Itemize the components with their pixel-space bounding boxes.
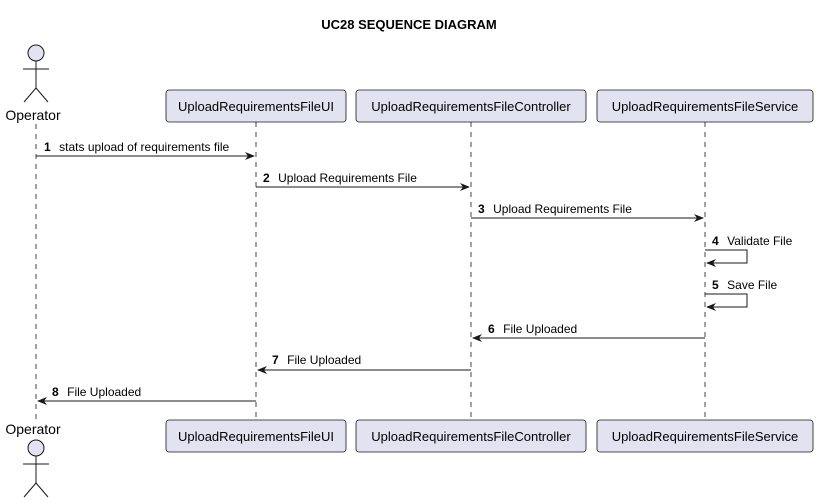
message-label: File Uploaded (503, 322, 577, 336)
actor-operator-bottom: Operator (5, 421, 61, 498)
message-1: 1 stats upload of requirements file (36, 138, 255, 160)
participant-controller-bottom: UploadRequirementsFileController (355, 419, 587, 453)
message-number: 6 (488, 322, 495, 336)
message-label: Upload Requirements File (493, 202, 632, 216)
participant-service-bottom: UploadRequirementsFileService (596, 419, 814, 453)
message-label: Upload Requirements File (278, 171, 417, 185)
message-label: stats upload of requirements file (59, 140, 229, 154)
actor-label: Operator (5, 107, 61, 123)
lifelines (35, 122, 706, 420)
svg-text:1 stats upload of requir: 1 stats upload of requirements file (44, 138, 230, 155)
actor-icon (23, 439, 49, 498)
svg-text:8 File Uploaded: 8 File Uploaded (52, 383, 141, 400)
svg-text:7 File Uploaded: 7 File Uploaded (272, 351, 361, 368)
participant-service-top: UploadRequirementsFileService (596, 89, 814, 123)
diagram-title: UC28 SEQUENCE DIAGRAM (321, 17, 497, 32)
actor-label: Operator (5, 421, 61, 437)
actor-icon (23, 44, 49, 103)
message-2: 2 Upload Requirements File (256, 169, 470, 191)
message-label: Validate File (727, 234, 792, 248)
participant-label: UploadRequirementsFileController (371, 99, 571, 114)
svg-text:2 Upload Requirements Fi: 2 Upload Requirements File (263, 169, 417, 186)
message-label: File Uploaded (67, 385, 141, 399)
svg-text:6 File Uploaded: 6 File Uploaded (488, 320, 577, 337)
participant-label: UploadRequirementsFileService (612, 429, 798, 444)
message-8: 8 File Uploaded (37, 383, 256, 405)
message-3: 3 Upload Requirements File (471, 200, 704, 222)
message-number: 2 (263, 171, 270, 185)
message-number: 3 (478, 202, 485, 216)
svg-text:5 Save File: 5 Save File (712, 276, 777, 293)
message-label: File Uploaded (287, 353, 361, 367)
participant-label: UploadRequirementsFileUI (178, 99, 334, 114)
participant-ui-top: UploadRequirementsFileUI (165, 89, 347, 123)
actor-operator-top: Operator (5, 44, 61, 123)
message-5: 5 Save File (705, 276, 777, 311)
message-7: 7 File Uploaded (257, 351, 471, 374)
message-number: 5 (712, 278, 719, 292)
message-label: Save File (727, 278, 777, 292)
participant-label: UploadRequirementsFileService (612, 99, 798, 114)
participant-ui-bottom: UploadRequirementsFileUI (165, 419, 347, 453)
participant-label: UploadRequirementsFileController (371, 429, 571, 444)
message-number: 4 (712, 234, 719, 248)
svg-text:4 Validate File: 4 Validate File (712, 232, 793, 249)
message-number: 7 (272, 353, 279, 367)
message-4: 4 Validate File (705, 232, 793, 267)
participant-label: UploadRequirementsFileUI (178, 429, 334, 444)
svg-text:3 Upload Requirements Fi: 3 Upload Requirements File (478, 200, 632, 217)
message-6: 6 File Uploaded (472, 320, 705, 342)
participant-controller-top: UploadRequirementsFileController (355, 89, 587, 123)
message-number: 8 (52, 385, 59, 399)
message-number: 1 (44, 140, 51, 154)
